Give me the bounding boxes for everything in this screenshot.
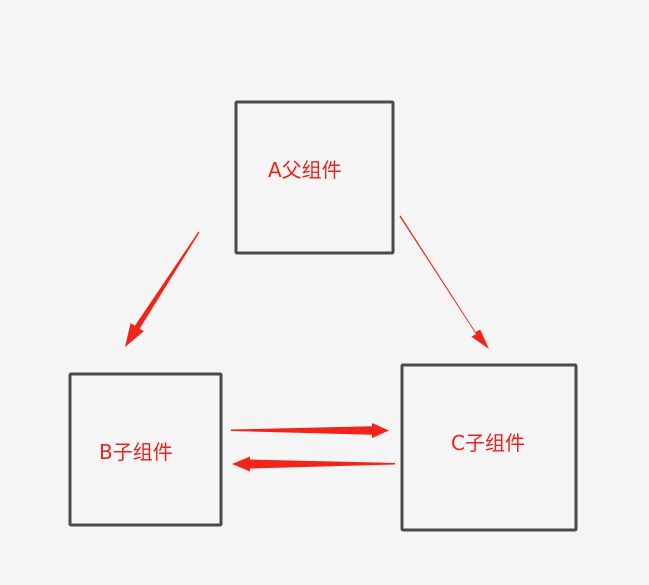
- node-b-box: [68, 372, 223, 527]
- node-b-label: B子组件: [99, 440, 173, 464]
- node-b-child-component: B子组件: [68, 372, 223, 527]
- node-c-label: C子组件: [451, 431, 525, 455]
- node-c-box: [400, 363, 578, 532]
- node-c-child-component: C子组件: [400, 363, 578, 532]
- arrow-c-to-b: [232, 456, 395, 472]
- node-a-box: [234, 100, 395, 255]
- node-a-label: A父组件: [268, 158, 342, 182]
- arrow-b-to-c: [231, 423, 389, 438]
- arrow-a-to-b: [125, 231, 200, 347]
- arrow-a-to-c: [399, 215, 489, 349]
- node-a-parent-component: A父组件: [234, 100, 395, 255]
